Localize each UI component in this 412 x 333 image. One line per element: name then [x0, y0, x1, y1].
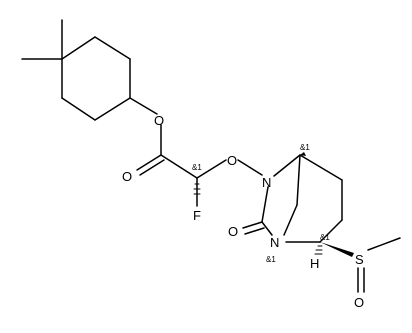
ether-oxygen-to-nitrogen-bond — [237, 159, 263, 176]
ring-carbon-to-sulfur-carbon-bond — [319, 219, 343, 243]
sulfoxide-oxygen-label: O — [354, 295, 364, 310]
methylene-bridge-lower-bond — [283, 204, 298, 236]
carbonyl-double-bond-a — [136, 154, 162, 171]
sulfur-carbon-wedge-bond — [320, 242, 354, 257]
ester-oxygen-label: O — [154, 113, 164, 128]
carbonyl-to-alpha-carbon-bond — [160, 154, 198, 179]
sulfur-label: S — [355, 252, 364, 267]
fluorine-label: F — [193, 208, 201, 223]
alpha-to-ether-oxygen-bond — [196, 159, 227, 179]
sulfur-carbon-stereo-label: &1 — [320, 233, 330, 242]
lactam-double-bond-b — [244, 227, 265, 235]
bridgehead-to-ring-carbon-bond — [299, 154, 343, 181]
ring-to-ester-oxygen-bond — [129, 97, 158, 115]
hydrogen-label: H — [310, 256, 319, 271]
bridgehead-top-stereo-label: &1 — [300, 143, 310, 152]
carbonyl-oxygen-label: O — [122, 169, 132, 184]
lactam-double-bond-a — [242, 221, 263, 229]
lactam-oxygen-label: O — [228, 224, 238, 239]
sulfur-to-methyl-bond — [367, 237, 401, 251]
carbonyl-double-bond-b — [139, 159, 165, 176]
cyclohexane-ring — [61, 36, 131, 121]
n-top-to-bridgehead-bond — [273, 154, 301, 177]
bridgehead-wedge-bond — [300, 152, 306, 156]
alpha-hashed-bond — [193, 183, 201, 195]
nitrogen-top-label: N — [262, 175, 271, 190]
hydrogen-hashed-bond — [314, 245, 323, 255]
bridgehead-bottom-stereo-label: &1 — [266, 255, 276, 264]
methylene-bridge-upper-bond — [296, 154, 301, 206]
nitrogen-bottom-label: N — [270, 235, 279, 250]
ether-oxygen-label: O — [227, 153, 237, 168]
lactam-carbon-to-n-bottom-bond — [261, 221, 273, 236]
alpha-carbon-stereo-label: &1 — [192, 163, 202, 172]
n-top-to-lactam-carbon-bond — [261, 186, 269, 223]
